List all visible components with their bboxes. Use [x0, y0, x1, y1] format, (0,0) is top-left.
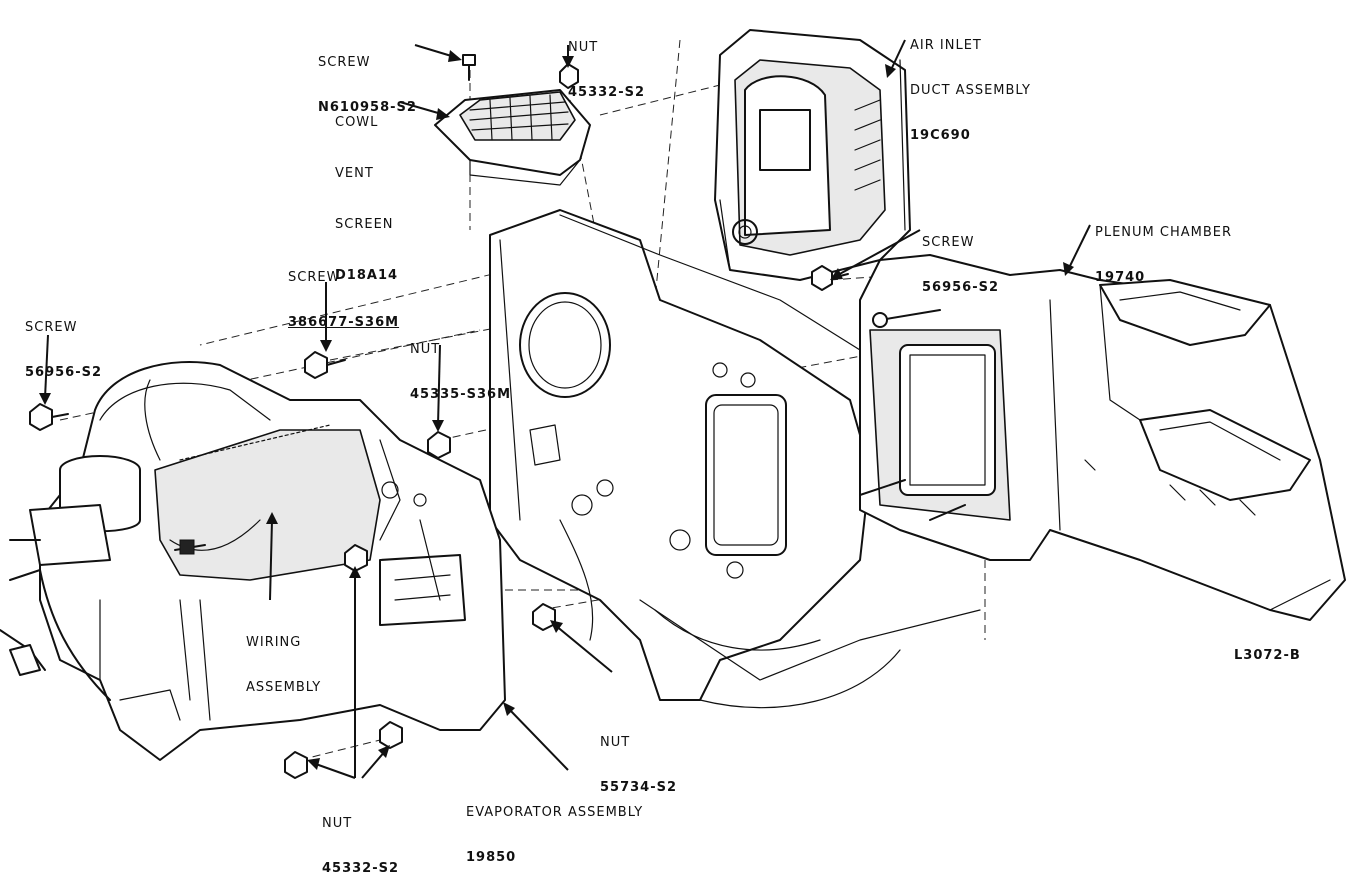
- label-part-number: 56956-S2: [25, 365, 103, 380]
- label-wiring: WIRING ASSEMBLY: [246, 605, 321, 710]
- diagram-artwork: [0, 29, 1346, 779]
- label-nut-mid: NUT 45335-S36M: [410, 312, 511, 417]
- label-title: COWL: [335, 115, 379, 130]
- label-plenum: PLENUM CHAMBER 19740: [1095, 195, 1232, 300]
- label-title: PLENUM CHAMBER: [1095, 225, 1233, 240]
- label-title: SCREW: [288, 270, 341, 285]
- label-title: SCREW: [25, 320, 78, 335]
- label-part-number: 386677-S36M: [288, 315, 400, 330]
- label-part-number: 45332-S2: [568, 85, 646, 100]
- label-screw-left: SCREW 56956-S2: [25, 290, 102, 395]
- label-part-number: 45332-S2: [322, 861, 400, 876]
- label-screw-right: SCREW 56956-S2: [922, 205, 999, 310]
- label-title-2: VENT: [335, 166, 374, 181]
- label-part-number: 19C690: [910, 128, 971, 143]
- exploded-diagram: SCREW N610958-S2 NUT 45332-S2 AIR INLET …: [0, 8, 1346, 876]
- label-part-number: D18A14: [335, 268, 399, 283]
- label-part-number: N610958-S2: [318, 100, 417, 115]
- top-fasteners: [462, 54, 579, 89]
- label-part-number: 19850: [466, 850, 517, 865]
- label-part-number: 55734-S2: [600, 780, 678, 795]
- label-title: SCREW: [318, 55, 371, 70]
- label-title-3: SCREEN: [335, 217, 394, 232]
- label-cowl-vent: COWL VENT SCREEN D18A14: [335, 80, 398, 301]
- label-screw-top: SCREW N610958-S2: [318, 25, 417, 130]
- label-title: NUT: [410, 342, 441, 357]
- label-title: NUT: [600, 735, 631, 750]
- label-evaporator: EVAPORATOR ASSEMBLY 19850: [466, 775, 643, 880]
- label-air-inlet: AIR INLET DUCT ASSEMBLY 19C690: [910, 8, 1031, 158]
- label-title: WIRING: [246, 635, 302, 650]
- label-nut-top: NUT 45332-S2: [568, 10, 645, 115]
- label-title: EVAPORATOR ASSEMBLY: [466, 805, 644, 820]
- dash-panel: [489, 209, 981, 709]
- figure-code: L3072-B: [1234, 648, 1301, 663]
- label-part-number: 56956-S2: [922, 280, 1000, 295]
- plenum-chamber: [859, 254, 1346, 621]
- label-nut-bottom: NUT 45332-S2: [322, 786, 399, 891]
- label-title: NUT: [568, 40, 599, 55]
- label-part-number: 45335-S36M: [410, 387, 512, 402]
- label-nut-bottom-mid: NUT 55734-S2: [600, 705, 677, 810]
- label-title: AIR INLET: [910, 38, 982, 53]
- cowl-vent-screen: [434, 89, 591, 186]
- air-inlet-duct: [714, 29, 911, 281]
- label-part-number: 19740: [1095, 270, 1146, 285]
- label-title-2: ASSEMBLY: [246, 680, 322, 695]
- label-title-2: DUCT ASSEMBLY: [910, 83, 1031, 98]
- label-title: SCREW: [922, 235, 975, 250]
- leader-arrows: [39, 39, 1091, 779]
- label-screw-mid: SCREW 386677-S36M: [288, 240, 399, 345]
- evaporator-assembly: [0, 361, 506, 761]
- label-title: NUT: [322, 816, 353, 831]
